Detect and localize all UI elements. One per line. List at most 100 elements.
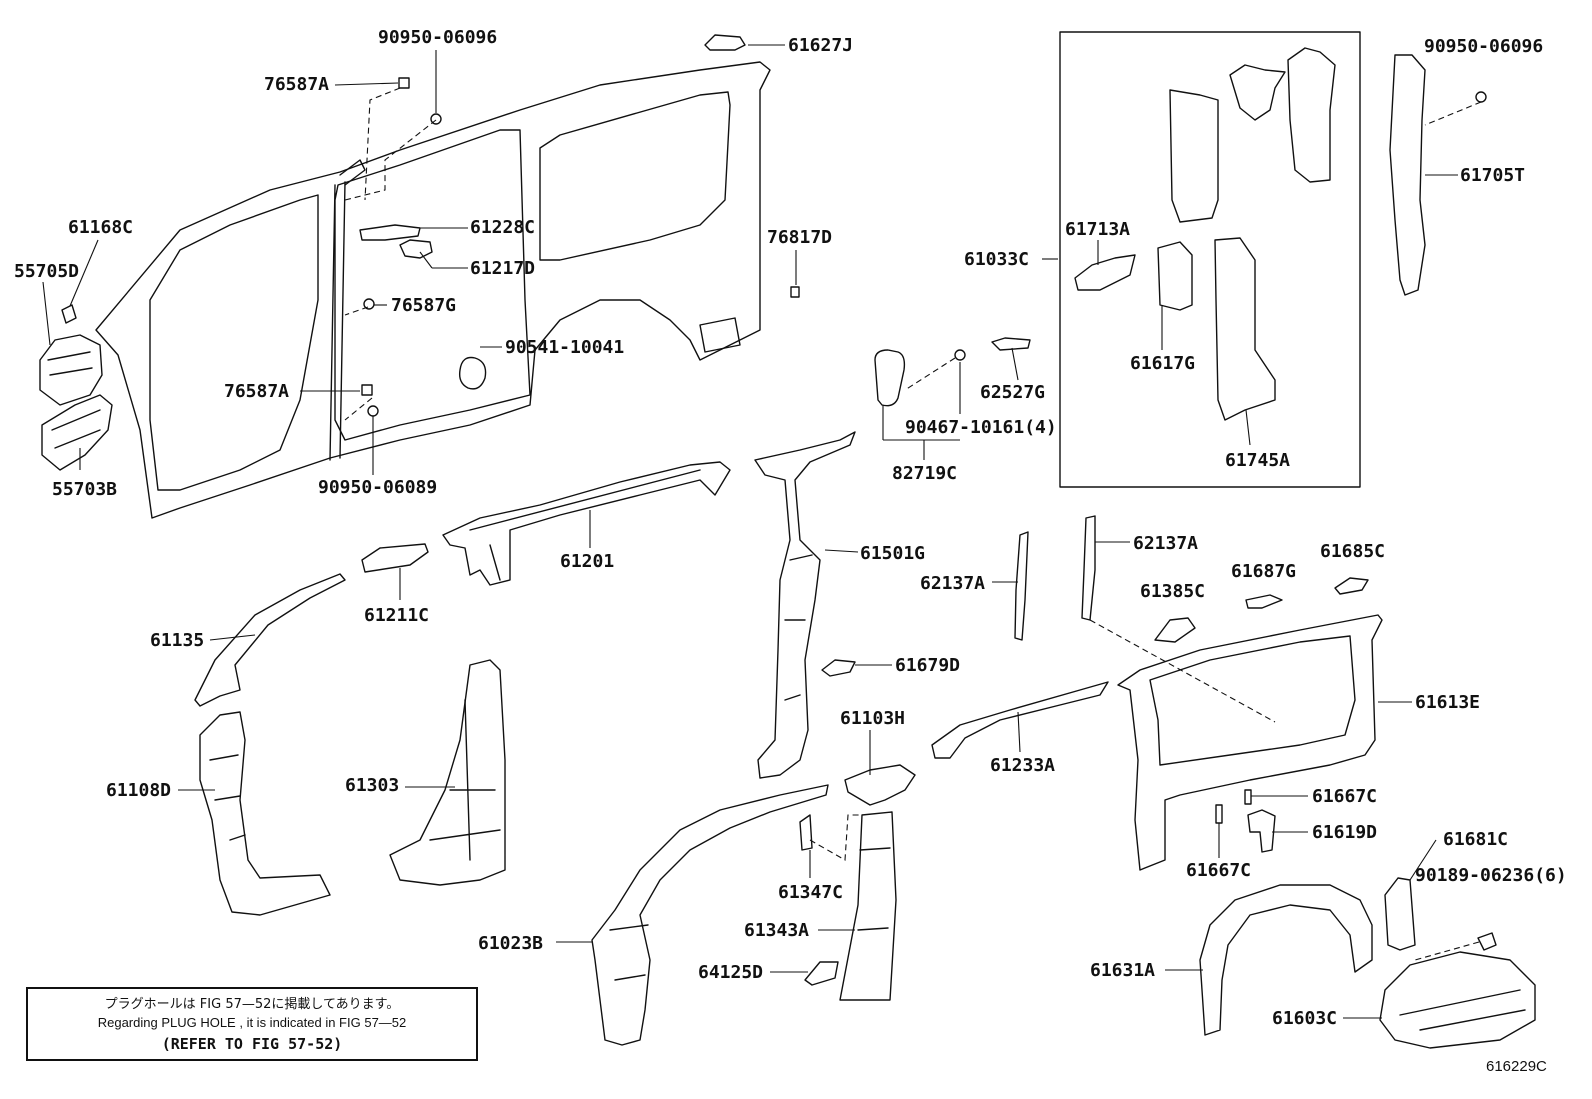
label-61667C-right: 61667C — [1312, 786, 1378, 807]
label-61233A: 61233A — [990, 755, 1056, 776]
label-90541-10041: 90541-10041 — [505, 337, 625, 358]
label-90950-06089: 90950-06089 — [318, 477, 438, 498]
part-61385C — [1154, 617, 1196, 643]
label-82719C: 82719C — [892, 463, 958, 484]
label-61347C: 61347C — [778, 882, 844, 903]
part-62527G — [991, 337, 1031, 351]
part-61023B — [591, 784, 829, 1046]
label-61713A: 61713A — [1065, 219, 1131, 240]
label-90467-10161: 90467-10161(4) — [905, 417, 1057, 438]
part-61201 — [442, 461, 731, 586]
label-90189-06236: 90189-06236(6) — [1415, 865, 1567, 886]
part-61667C-left — [1215, 804, 1223, 824]
note-reference-text: (REFER TO FIG 57-52) — [161, 1035, 343, 1053]
part-61103H — [844, 764, 916, 806]
label-61705T: 61705T — [1460, 165, 1526, 186]
part-61687G — [1245, 594, 1283, 609]
quarter-window — [539, 91, 731, 261]
part-61713A — [1074, 254, 1136, 291]
label-61217D: 61217D — [470, 258, 536, 279]
label-61023B: 61023B — [478, 933, 544, 954]
label-61613E: 61613E — [1415, 692, 1481, 713]
part-61679D — [821, 659, 856, 677]
part-61603C — [1379, 951, 1536, 1049]
side-panel-outer — [95, 61, 771, 519]
label-61201: 61201 — [560, 551, 615, 572]
label-61627J: 61627J — [788, 35, 854, 56]
part-61228C — [359, 224, 421, 241]
label-61603C: 61603C — [1272, 1008, 1338, 1029]
label-61135: 61135 — [150, 630, 205, 651]
label-61667C-left: 61667C — [1186, 860, 1252, 881]
label-90950-06096-top: 90950-06096 — [378, 27, 498, 48]
rear-door-opening — [334, 129, 531, 441]
label-61685C: 61685C — [1320, 541, 1386, 562]
label-61168C: 61168C — [68, 217, 134, 238]
label-64125D: 64125D — [698, 962, 764, 983]
part-61168C — [61, 304, 77, 324]
part-61343A — [839, 811, 897, 1001]
part-61613E — [1117, 614, 1383, 871]
part-90189-06236 — [1477, 932, 1497, 951]
part-inset-upper-mid — [1229, 64, 1286, 121]
label-76587G: 76587G — [391, 295, 457, 316]
part-62137A-right — [1081, 515, 1096, 621]
part-61745A — [1214, 237, 1276, 421]
label-76587A-top: 76587A — [264, 74, 330, 95]
part-64125D — [804, 961, 839, 986]
part-inset-upper-left — [1169, 89, 1219, 223]
label-61687G: 61687G — [1231, 561, 1297, 582]
label-61108D: 61108D — [106, 780, 172, 801]
note-english-text: Regarding PLUG HOLE , it is indicated in… — [97, 1015, 407, 1030]
plug-hole-note: プラグホールは FIG 57—52に掲載してあります。 Regarding PL… — [26, 987, 478, 1061]
label-61343A: 61343A — [744, 920, 810, 941]
label-62527G: 62527G — [980, 382, 1046, 403]
part-61681C — [1384, 877, 1416, 951]
part-61667C-right — [1244, 789, 1252, 805]
part-82719C — [874, 349, 906, 407]
label-61501G: 61501G — [860, 543, 926, 564]
part-55703B — [41, 394, 113, 471]
part-61501G — [754, 431, 856, 779]
quarter-lower-vent — [699, 317, 741, 353]
part-61631A — [1199, 884, 1373, 1036]
label-61617G: 61617G — [1130, 353, 1196, 374]
front-door-opening — [149, 194, 319, 491]
part-61217D — [399, 239, 433, 259]
part-61613E-window — [1149, 635, 1356, 766]
part-62137A-left — [1014, 531, 1029, 641]
part-61211C — [361, 543, 429, 573]
part-61627J — [704, 34, 746, 51]
part-90541-10041 — [458, 356, 487, 390]
part-55705D — [39, 334, 103, 406]
part-61685C — [1334, 577, 1369, 595]
part-61617G — [1157, 241, 1193, 311]
part-61303 — [389, 659, 506, 886]
part-inset-upper-right — [1287, 47, 1336, 183]
label-61228C: 61228C — [470, 217, 536, 238]
note-japanese-text: プラグホールは FIG 57—52に掲載してあります。 — [104, 997, 400, 1012]
label-62137A-right: 62137A — [1133, 533, 1199, 554]
label-61385C: 61385C — [1140, 581, 1206, 602]
inset-frame — [1059, 31, 1361, 488]
part-61619D — [1247, 809, 1276, 853]
part-61135 — [194, 573, 346, 707]
label-62137A-left: 62137A — [920, 573, 986, 594]
label-61679D: 61679D — [895, 655, 961, 676]
label-61745A: 61745A — [1225, 450, 1291, 471]
part-61705T — [1389, 54, 1426, 296]
label-76817D: 76817D — [767, 227, 833, 248]
part-61233A — [931, 681, 1109, 759]
label-61303: 61303 — [345, 775, 400, 796]
label-61211C: 61211C — [364, 605, 430, 626]
part-61108D — [199, 711, 331, 916]
drawing-code: 616229C — [1486, 1058, 1547, 1075]
label-61103H: 61103H — [840, 708, 906, 729]
label-55703B: 55703B — [52, 479, 118, 500]
label-61619D: 61619D — [1312, 822, 1378, 843]
label-90950-06096-right: 90950-06096 — [1424, 36, 1544, 57]
label-61033C: 61033C — [964, 249, 1030, 270]
label-61631A: 61631A — [1090, 960, 1156, 981]
label-55705D: 55705D — [14, 261, 80, 282]
